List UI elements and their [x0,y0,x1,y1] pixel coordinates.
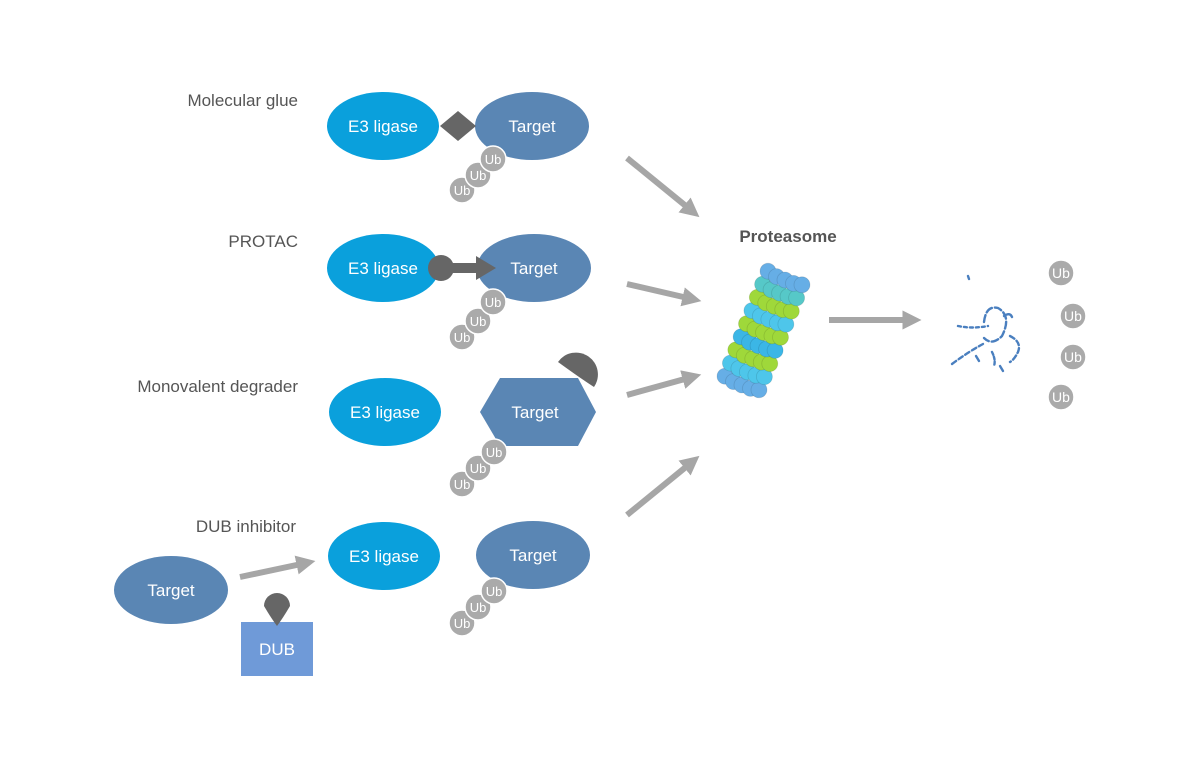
e3-ligase-node: E3 ligase [329,378,441,446]
svg-text:Target: Target [511,403,559,422]
svg-text:Ub: Ub [1064,349,1082,365]
arrow-to-proteasome-1 [625,155,700,218]
svg-text:Ub: Ub [470,600,487,615]
peptide-fragments-icon [950,274,1021,373]
svg-text:Ub: Ub [486,445,503,460]
e3-ligase-node: E3 ligase [328,522,440,590]
target-node: Target [477,234,591,302]
svg-text:Ub: Ub [485,152,502,167]
arrow-to-proteasome-4 [625,455,700,518]
label-monovalent-degrader: Monovalent degrader [137,377,298,396]
svg-text:Ub: Ub [454,477,471,492]
svg-text:Ub: Ub [454,616,471,631]
svg-text:Ub: Ub [454,183,471,198]
svg-text:Target: Target [147,581,195,600]
e3-ligase-node: E3 ligase [327,234,439,302]
target-node: Target [476,521,590,589]
svg-text:E3 ligase: E3 ligase [350,403,420,422]
target-hexagon-node: Target [480,378,596,446]
arrow-target-to-e3 [239,555,316,580]
ub-chain: Ub Ub Ub [448,145,507,204]
target-node: Target [475,92,589,160]
e3-ligase-label: E3 ligase [348,117,418,136]
dub-inhibitor-icon [264,593,290,626]
svg-text:Ub: Ub [470,168,487,183]
protac-linker-icon [428,255,496,281]
glue-diamond-icon [440,111,476,141]
e3-ligase-node: E3 ligase [327,92,439,160]
degrader-ligand-icon [558,352,598,387]
svg-text:Ub: Ub [1052,389,1070,405]
ub-chain: Ub Ub Ub [448,577,508,637]
svg-text:Ub: Ub [485,295,502,310]
label-dub-inhibitor: DUB inhibitor [196,517,296,536]
arrow-to-proteasome-2 [626,281,702,307]
proteasome-title: Proteasome [739,227,836,246]
target-node: Target [114,556,228,624]
svg-text:Ub: Ub [470,314,487,329]
svg-text:E3 ligase: E3 ligase [348,259,418,278]
svg-text:Ub: Ub [1052,265,1070,281]
svg-text:Ub: Ub [486,584,503,599]
svg-text:Target: Target [509,546,557,565]
svg-text:Ub: Ub [1064,308,1082,324]
svg-text:DUB: DUB [259,640,295,659]
proteasome-icon [716,262,811,399]
arrow-to-proteasome-3 [626,370,702,398]
label-molecular-glue: Molecular glue [187,91,298,110]
label-protac: PROTAC [228,232,298,251]
svg-text:Ub: Ub [470,461,487,476]
target-label: Target [508,117,556,136]
svg-text:E3 ligase: E3 ligase [349,547,419,566]
released-ub: Ub Ub Ub Ub [1047,259,1087,411]
svg-text:Target: Target [510,259,558,278]
ub-chain: Ub Ub Ub [448,288,507,351]
dub-node: DUB [241,622,313,676]
svg-text:Ub: Ub [454,330,471,345]
ub-chain: Ub Ub Ub [448,438,508,498]
